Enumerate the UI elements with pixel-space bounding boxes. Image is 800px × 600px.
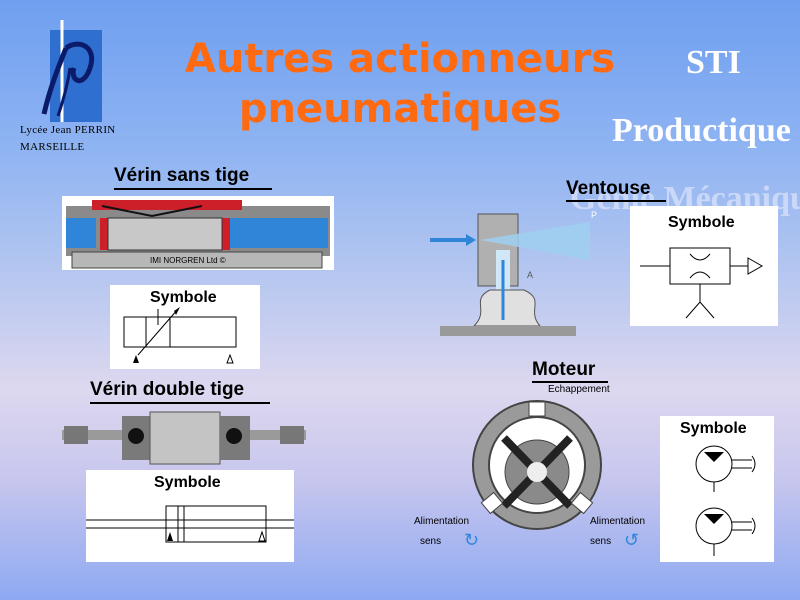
moteur-underline	[532, 381, 608, 383]
verin-sans-tige-symbol-label: Symbole	[150, 289, 217, 306]
ventouse-port-a: A	[527, 270, 534, 280]
title-line2: pneumatiques	[238, 86, 562, 132]
alimentation-right-label: Alimentation	[590, 516, 646, 527]
verin-double-tige-underline	[90, 402, 270, 404]
verin-double-tige-symbol-label: Symbole	[154, 474, 221, 491]
moteur-symbol: Symbole	[660, 416, 774, 562]
verin-sans-tige-symbol: Symbole	[110, 285, 260, 369]
alimentation-left-label: Alimentation	[414, 516, 470, 527]
title-line1: Autres actionneurs	[184, 36, 616, 82]
echappement-label: Echappement	[548, 384, 610, 395]
verin-double-tige-symbol: Symbole	[86, 470, 294, 562]
verin-double-tige-image	[62, 411, 306, 465]
rotation-left-icon: ↻	[464, 530, 480, 550]
ventouse-port-p: P	[591, 210, 598, 220]
school-name-line2: MARSEILLE	[20, 141, 85, 153]
verin-sans-tige-image: IMI NORGREN Ltd ©	[62, 196, 334, 270]
moteur-heading: Moteur	[532, 359, 596, 380]
ventouse-image	[430, 213, 590, 336]
verin-sans-tige-underline	[114, 188, 272, 190]
productique-label: Productique	[612, 112, 791, 149]
ventouse-symbol-label: Symbole	[668, 214, 735, 231]
moteur-image	[472, 400, 602, 530]
rotation-right-icon: ↺	[624, 530, 640, 550]
school-logo	[41, 20, 102, 122]
sens-left-label: sens	[420, 536, 442, 547]
school-name-line1: Lycée Jean PERRIN	[20, 124, 116, 136]
verin-sans-tige-heading: Vérin sans tige	[114, 165, 250, 186]
ventouse-heading: Ventouse	[566, 178, 651, 199]
ventouse-symbol: Symbole	[630, 206, 778, 326]
slide-title: Autres actionneurs pneumatiques	[150, 34, 650, 134]
sens-right-label: sens	[590, 536, 612, 547]
verin-double-tige-heading: Vérin double tige	[90, 379, 245, 400]
sti-label: STI	[686, 44, 741, 81]
moteur-symbol-label: Symbole	[680, 420, 747, 437]
school-name: Lycée Jean PERRIN MARSEILLE	[20, 122, 116, 156]
manufacturer-label: IMI NORGREN Ltd ©	[150, 256, 226, 265]
ventouse-underline	[566, 200, 666, 202]
